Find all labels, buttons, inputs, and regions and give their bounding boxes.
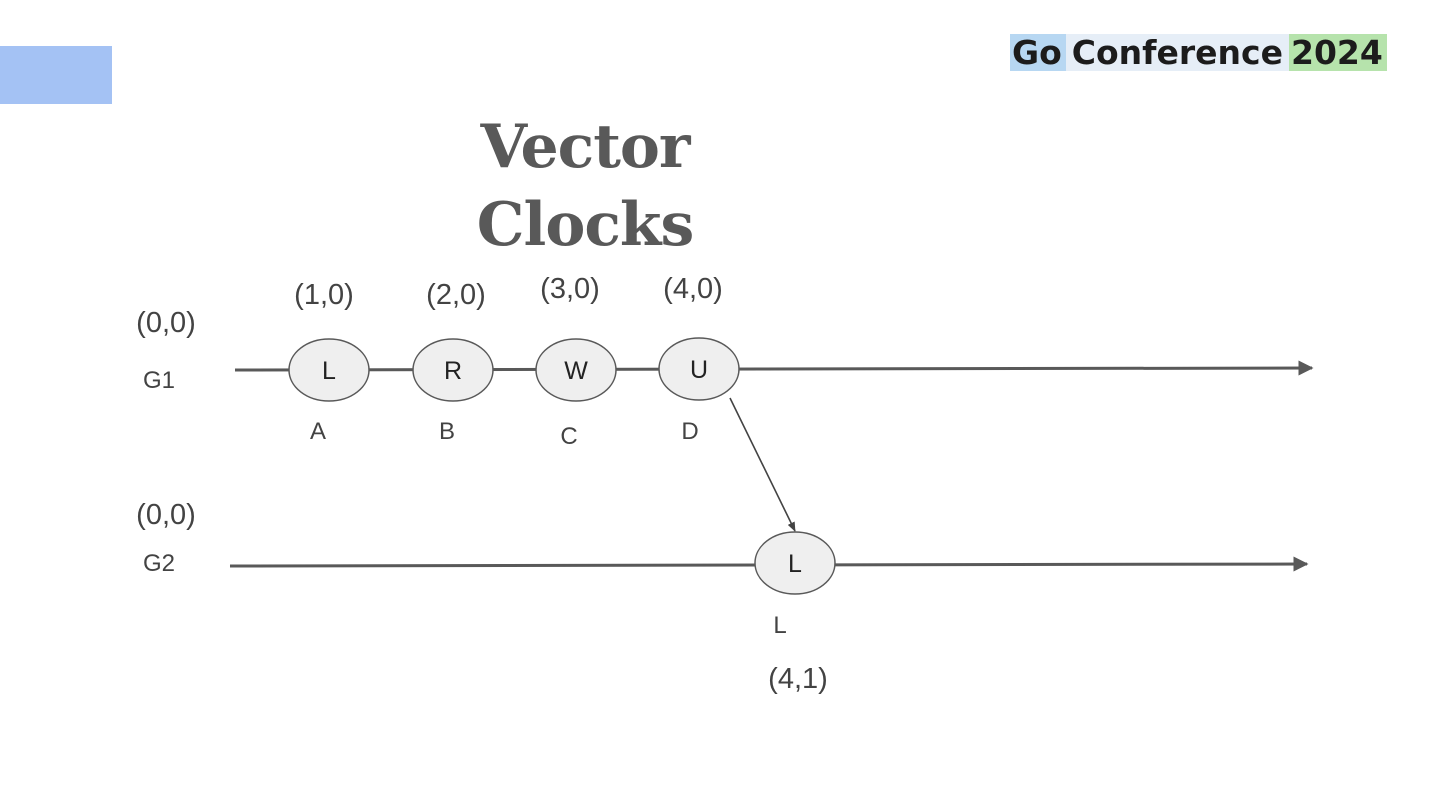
event-node-c-label: W: [564, 357, 588, 385]
event-node-g2-l-label: L: [788, 550, 802, 578]
g1-label: G1: [143, 367, 176, 394]
event-node-b: R: [412, 338, 494, 402]
g2-label: G2: [143, 550, 176, 577]
event-node-a: L: [288, 338, 370, 402]
event-node-b-label: R: [444, 357, 462, 385]
clock-g2-l: (4,1): [768, 663, 828, 695]
accent-block: [0, 46, 112, 104]
clock-b: (2,0): [426, 279, 486, 311]
clock-a: (1,0): [294, 279, 354, 311]
event-name-d: D: [681, 418, 699, 445]
event-name-b: B: [438, 418, 456, 445]
conference-logo: Go Conference 2024: [1010, 34, 1387, 71]
event-node-d-label: U: [690, 356, 708, 384]
logo-year: 2024: [1288, 34, 1387, 71]
event-name-g2-l: L: [773, 612, 787, 639]
clock-c: (3,0): [540, 273, 600, 305]
event-node-d: U: [658, 337, 740, 401]
g2-initial-clock: (0,0): [136, 499, 196, 531]
g1-timeline: [234, 360, 1314, 376]
logo-conference: Conference: [1065, 34, 1289, 71]
title-line-2: Clocks: [476, 190, 694, 260]
event-name-c: C: [560, 423, 578, 450]
event-node-g2-l: L: [754, 531, 836, 595]
logo-go: Go: [1010, 34, 1066, 71]
slide-title: Vector Clocks: [440, 108, 730, 264]
sync-arrow: [729, 397, 796, 532]
g1-initial-clock: (0,0): [136, 307, 196, 339]
title-line-1: Vector: [480, 112, 690, 182]
event-node-c: W: [535, 338, 617, 402]
event-node-a-label: L: [322, 357, 336, 385]
clock-d: (4,0): [663, 273, 723, 305]
event-name-a: A: [309, 418, 327, 445]
